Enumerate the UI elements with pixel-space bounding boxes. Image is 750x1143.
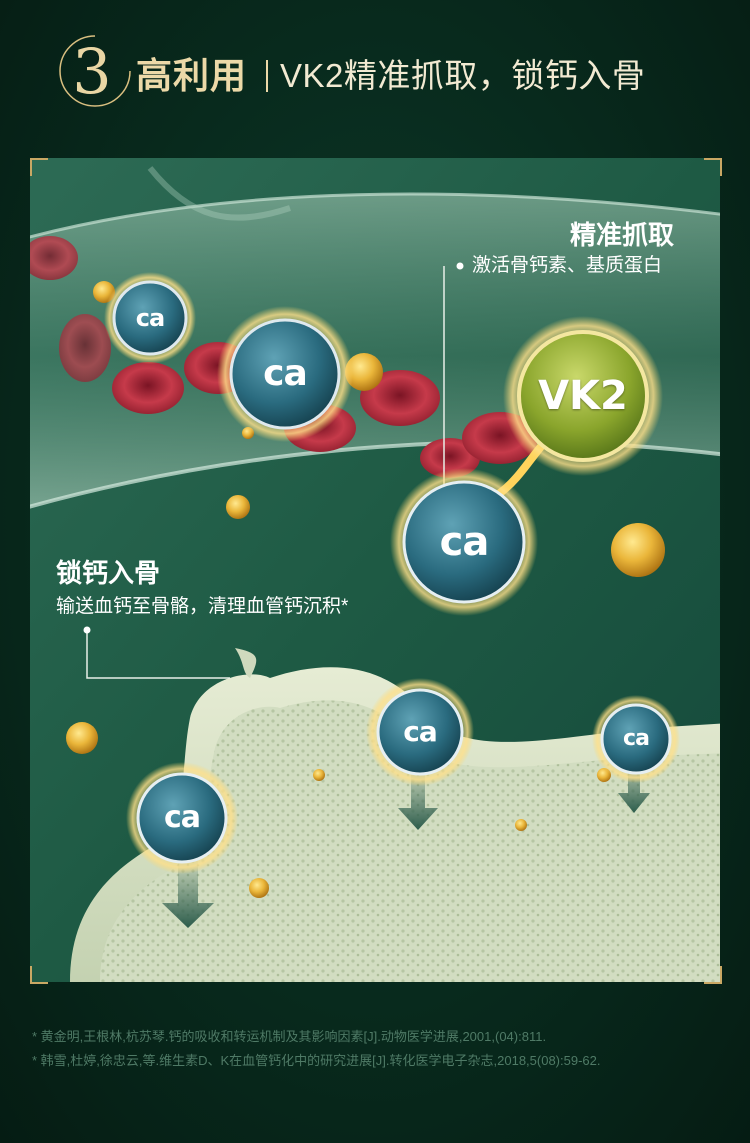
callout-lines [86,266,445,679]
calcium-label-1: ca [135,304,165,332]
illustration-scene [30,158,720,982]
reference-1: * 黄金明,王根林,杭苏琴.钙的吸收和转运机制及其影响因素[J].动物医学进展,… [32,1029,547,1044]
calcium-spheres [104,272,680,874]
section-subtitle: VK2精准抓取，锁钙入骨 [280,57,646,94]
step-number-ring [59,35,131,107]
calcium-label-5: ca [403,715,438,748]
callout-dot-left [83,626,91,634]
frame-corner-bottom-right [704,966,722,984]
section-header: 3 高利用 VK2精准抓取，锁钙入骨 [0,0,750,140]
title-divider [266,60,268,92]
bone [70,648,720,982]
section-title: 高利用 [136,55,248,96]
frame-corner-bottom-left [30,966,48,984]
references: * 黄金明,王根林,杭苏琴.钙的吸收和转运机制及其影响因素[J].动物医学进展,… [32,1025,722,1073]
vk2-label: VK2 [538,373,628,419]
calcium-label-4: ca [163,800,201,835]
lock-calcium-description: 输送血钙至骨骼，清理血管钙沉积* [56,596,349,617]
downward-arrows [162,758,650,928]
lock-calcium-title: 锁钙入骨 [56,558,161,588]
calcium-label-6: ca [623,726,650,751]
reference-2: * 韩雪,杜婷,徐忠云,等.维生素D、K在血管钙化中的研究进展[J].转化医学电… [32,1053,601,1068]
illustration-frame: ca ca ca ca ca ca VK2 精准抓取 激活骨钙素、基质蛋白 锁钙… [30,158,720,982]
calcium-label-3: ca [439,519,490,565]
step-number: 3 [72,35,112,108]
precise-capture-description: 激活骨钙素、基质蛋白 [472,255,663,276]
vk2-sphere [503,316,663,476]
frame-corner-top-right [704,158,722,176]
callout-dot-top [456,262,464,270]
vitamin-droplets [66,281,665,898]
calcium-label-2: ca [263,353,308,394]
frame-corner-top-left [30,158,48,176]
precise-capture-title: 精准抓取 [570,220,675,250]
